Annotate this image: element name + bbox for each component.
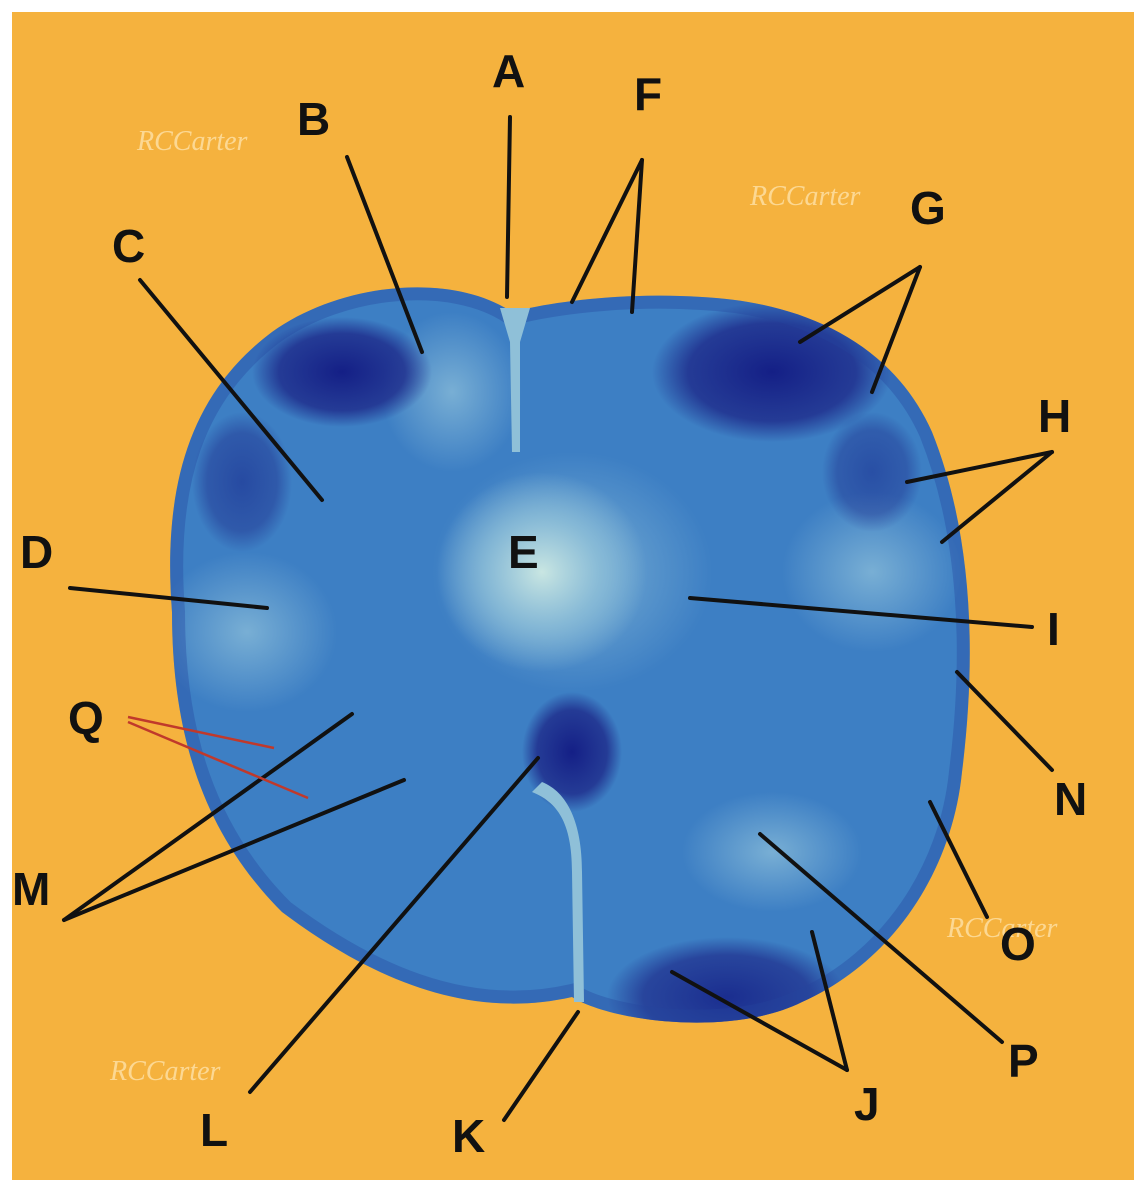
labels: A B C D E F G H I J K L M N O P Q: [12, 45, 1087, 1162]
pointer-j2: [810, 930, 849, 1072]
cord-section: [170, 287, 970, 1023]
central-light-region: [437, 472, 647, 672]
pointer-a: [505, 115, 512, 299]
label-e: E: [508, 526, 539, 578]
pointer-m2: [62, 778, 406, 922]
label-q: Q: [68, 692, 104, 744]
label-i: I: [1047, 603, 1060, 655]
label-o: O: [1000, 918, 1036, 970]
label-p: P: [1008, 1035, 1039, 1087]
pointer-c: [138, 278, 324, 502]
pointer-g2: [870, 265, 922, 394]
dark-region-right: [652, 302, 892, 442]
label-m: M: [12, 863, 50, 915]
pointer-n: [955, 670, 1054, 772]
pointer-m1: [62, 712, 354, 922]
pointer-i: [688, 596, 1034, 629]
pointer-f1: [570, 158, 644, 304]
pointer-h1: [905, 450, 1054, 484]
pointer-p: [758, 832, 1004, 1044]
pointer-j1: [670, 970, 849, 1072]
watermark-bottom-right: RCCarter: [946, 913, 1058, 944]
pointer-l: [248, 756, 540, 1094]
label-d: D: [20, 526, 53, 578]
label-j: J: [854, 1078, 880, 1130]
watermark-top-left: RCCarter: [136, 126, 248, 157]
dark-region-left: [252, 317, 432, 427]
watermarks: RCCarter RCCarter RCCarter RCCarter: [109, 126, 1058, 1087]
pointer-q2: [127, 720, 309, 800]
pointer-b: [345, 155, 424, 354]
label-a: A: [492, 45, 525, 97]
label-c: C: [112, 220, 145, 272]
label-l: L: [200, 1104, 228, 1156]
spinal-cord-diagram: RCCarter RCCarter RCCarter RCCarter: [12, 12, 1134, 1180]
pointer-o: [928, 800, 989, 919]
label-g: G: [910, 182, 946, 234]
label-f: F: [634, 68, 662, 120]
pointer-g1: [798, 265, 922, 344]
label-b: B: [297, 93, 330, 145]
watermark-top-right: RCCarter: [749, 181, 861, 212]
ventral-median-fissure: [532, 782, 584, 1002]
pointer-f2: [630, 158, 644, 314]
watermark-bottom-left: RCCarter: [109, 1056, 221, 1087]
label-k: K: [452, 1110, 485, 1162]
label-h: H: [1038, 390, 1071, 442]
pointer-q1: [127, 715, 275, 750]
pointer-k: [502, 1010, 580, 1122]
pointer-lines: [62, 115, 1054, 1122]
label-n: N: [1054, 773, 1087, 825]
pointer-h2: [940, 450, 1054, 544]
pointer-d: [68, 586, 269, 610]
dorsal-median-sulcus: [500, 308, 530, 452]
pointer-lines-q: [127, 715, 309, 800]
